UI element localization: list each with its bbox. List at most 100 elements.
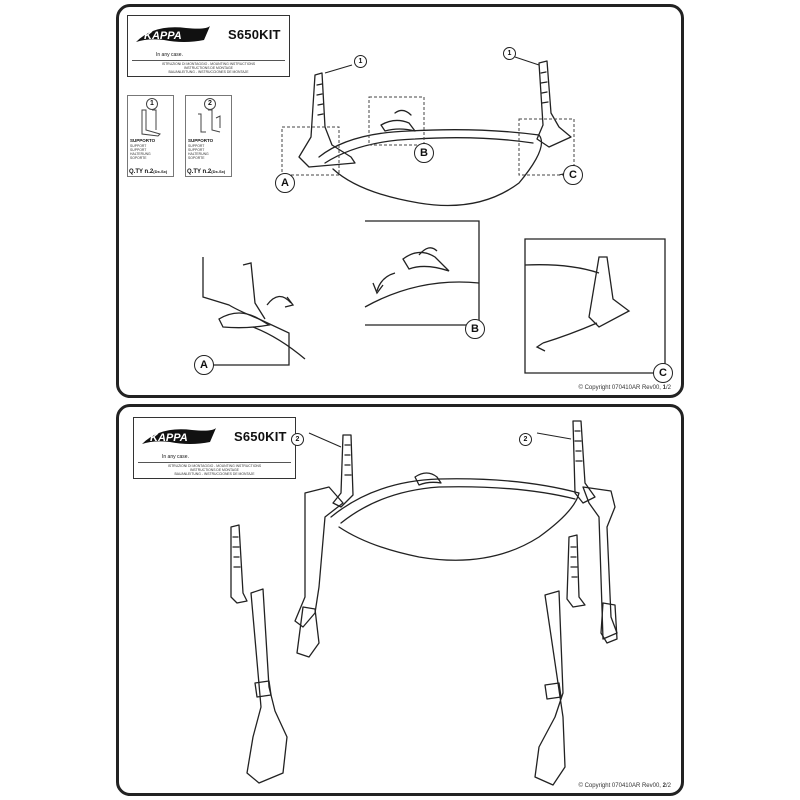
leader-line bbox=[515, 57, 539, 65]
sheet1-header: KAPPA S650KIT In any case. ISTRUZIONI DI… bbox=[127, 15, 290, 77]
left-lower-bracket bbox=[231, 525, 247, 603]
qty-label: Q.TY n.2 bbox=[187, 169, 212, 175]
part-number-badge: 2 bbox=[291, 433, 304, 446]
copyright-text: © Copyright 070410AR Rev00, 2/2 bbox=[579, 783, 672, 789]
legend-translation: SOPORTE bbox=[130, 156, 147, 160]
legend-card-part-1: 1 SUPPORTO SUPPORT SUPPORT HALTERUNG SOP… bbox=[127, 95, 174, 177]
part-number-badge: 1 bbox=[503, 47, 516, 60]
assembly-drawing-2 bbox=[119, 407, 681, 793]
legend-translations: SUPPORT SUPPORT HALTERUNG SOPORTE bbox=[188, 144, 209, 160]
page-number: 2 bbox=[662, 783, 666, 789]
legend-quantity: Q.TY n.2(Dx-Sx) bbox=[129, 169, 167, 175]
legend-translation: SUPPORT bbox=[130, 148, 147, 152]
curved-arrow-head bbox=[537, 343, 545, 351]
legend-quantity: Q.TY n.2(Dx-Sx) bbox=[187, 169, 225, 175]
left-upper-bracket bbox=[333, 435, 353, 507]
qty-note: (Dx-Sx) bbox=[211, 169, 226, 174]
detail-callout-b: B bbox=[465, 319, 485, 339]
bracket-slot bbox=[317, 84, 322, 85]
copyright-prefix: © Copyright 070410AR Rev00, bbox=[578, 783, 663, 789]
legend-translation: HALTERUNG bbox=[130, 152, 151, 156]
bracket-thumbnail-icon bbox=[141, 109, 161, 137]
legend-translation: SOPORTE bbox=[188, 156, 205, 160]
copyright-text: © Copyright 070410AR Rev00, 1/2 bbox=[579, 385, 672, 391]
buckle-clip bbox=[395, 110, 411, 115]
detail-c-frame bbox=[525, 239, 665, 373]
leader-line bbox=[309, 433, 341, 447]
part-number-badge: 1 bbox=[354, 55, 367, 68]
detail-c-strap-lower bbox=[543, 323, 597, 343]
page-total: /2 bbox=[665, 385, 671, 391]
legend-card-part-2: 2 SUPPORTO SUPPORT SUPPORT HALTERUNG SOP… bbox=[185, 95, 232, 177]
buckle bbox=[381, 120, 415, 131]
kit-code: S650KIT bbox=[228, 27, 281, 42]
detail-b-frame bbox=[365, 221, 479, 325]
left-bracket bbox=[299, 73, 355, 167]
right-bracket bbox=[537, 61, 571, 147]
strap bbox=[331, 479, 579, 560]
kappa-logo: KAPPA bbox=[136, 26, 210, 42]
right-upper-bracket bbox=[573, 421, 595, 503]
callout-c: C bbox=[563, 165, 583, 185]
left-foot bbox=[297, 607, 319, 657]
left-frame-leg bbox=[295, 487, 343, 627]
svg-text:KAPPA: KAPPA bbox=[144, 30, 182, 42]
detail-c-strap bbox=[525, 265, 599, 273]
instruction-line: BAUANLEITUNG - INSTRUCCIONES DE MONTAJE bbox=[168, 70, 249, 75]
curved-arrow-head bbox=[373, 283, 383, 293]
detail-c-bracket bbox=[589, 257, 629, 327]
detail-b-clip bbox=[419, 248, 437, 255]
sheet2-header: KAPPA S650KIT In any case. ISTRUZIONI DI… bbox=[133, 417, 296, 479]
legend-part-name: SUPPORTO bbox=[188, 138, 214, 143]
bracket-slot bbox=[542, 102, 548, 103]
bracket-slot bbox=[541, 82, 547, 83]
instruction-line: ISTRUZIONI DI MONTAGGIO - MOUNTING INSTR… bbox=[167, 464, 262, 468]
right-frame-leg bbox=[583, 487, 617, 639]
note-text: In any case. bbox=[162, 454, 189, 460]
svg-text:KAPPA: KAPPA bbox=[150, 432, 188, 444]
instruction-line: ISTRUZIONI DI MONTAGGIO - MOUNTING INSTR… bbox=[161, 62, 256, 66]
detail-b-buckle bbox=[403, 252, 449, 271]
curved-arrow-head bbox=[285, 297, 293, 307]
qty-label: Q.TY n.2 bbox=[129, 169, 154, 175]
bracket-thumbnail-icon bbox=[198, 109, 221, 133]
detail-a-strap-end bbox=[219, 313, 269, 328]
strap bbox=[319, 130, 542, 206]
right-lower-bracket bbox=[567, 535, 585, 607]
detail-a-strap bbox=[253, 327, 305, 359]
legend-part-name: SUPPORTO bbox=[130, 138, 156, 143]
bracket-slot bbox=[318, 104, 323, 105]
bracket-slot bbox=[317, 94, 322, 95]
bracket-slot bbox=[318, 114, 323, 115]
curved-arrow bbox=[267, 296, 291, 305]
legend-translation: HALTERUNG bbox=[188, 152, 209, 156]
bracket-slot bbox=[542, 92, 547, 93]
qty-note: (Dx-Sx) bbox=[153, 169, 168, 174]
legend-translation: SUPPORT bbox=[188, 148, 205, 152]
detail-a-bracket bbox=[243, 263, 265, 319]
curved-arrow bbox=[377, 273, 395, 291]
instruction-sheet-2: KAPPA S650KIT In any case. ISTRUZIONI DI… bbox=[116, 404, 684, 796]
detail-box-c bbox=[519, 119, 574, 175]
legend-translation: SUPPORT bbox=[130, 144, 147, 148]
legend-translation: SUPPORT bbox=[188, 144, 205, 148]
instruction-line: INSTRUCTIONS DE MONTAGE bbox=[184, 66, 233, 71]
page-number: 1 bbox=[662, 385, 666, 391]
instruction-line: INSTRUCTIONS DE MONTAGE bbox=[190, 468, 239, 473]
bracket-slot bbox=[541, 72, 546, 73]
instruction-line: BAUANLEITUNG - INSTRUCCIONES DE MONTAJE bbox=[174, 472, 255, 477]
callout-a: A bbox=[275, 173, 295, 193]
instruction-title-lines: ISTRUZIONI DI MONTAGGIO - MOUNTING INSTR… bbox=[138, 462, 291, 477]
instruction-title-lines: ISTRUZIONI DI MONTAGGIO - MOUNTING INSTR… bbox=[132, 60, 285, 75]
left-lower-leg bbox=[247, 589, 287, 783]
detail-box-b bbox=[369, 97, 424, 145]
copyright-prefix: © Copyright 070410AR Rev00, bbox=[578, 385, 663, 391]
detail-b-strap bbox=[365, 282, 479, 307]
detail-box-a bbox=[282, 127, 339, 175]
leader-line bbox=[537, 433, 571, 439]
note-text: In any case. bbox=[156, 52, 183, 58]
strap-buckle bbox=[545, 683, 561, 699]
strap-buckle bbox=[255, 681, 271, 697]
buckle bbox=[415, 473, 441, 485]
right-foot bbox=[601, 603, 617, 643]
